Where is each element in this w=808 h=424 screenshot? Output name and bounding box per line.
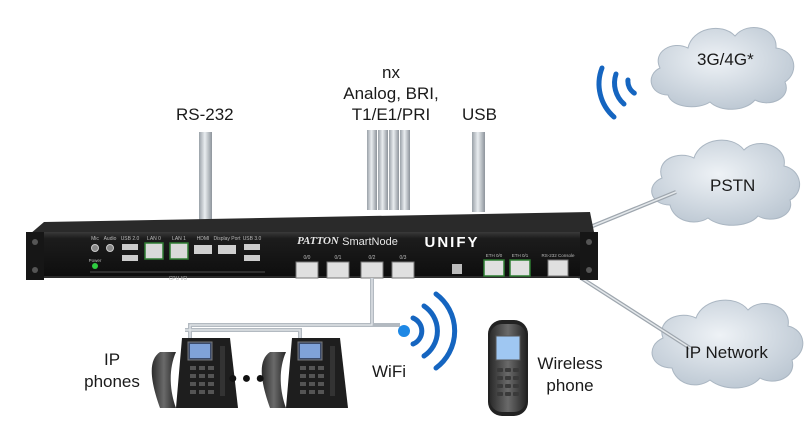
label-wireless-line2: phone <box>546 376 594 395</box>
eth-port <box>509 259 531 277</box>
fxs-label: 0/1 <box>335 255 342 261</box>
label-ip-phones-line2: phones <box>84 372 140 391</box>
label-rs232: RS-232 <box>176 105 234 124</box>
port-label-lan1: LAN 1 <box>172 236 186 242</box>
port-label-usb3: USB 3.0 <box>243 236 262 242</box>
console-port <box>547 259 569 277</box>
port-label-lan0: LAN 0 <box>147 236 161 242</box>
console-label: RS-232 Console <box>541 253 575 258</box>
brand-model: SmartNode <box>342 236 398 248</box>
power-led <box>92 263 98 269</box>
cellular-signal-icon <box>596 65 637 120</box>
lan-cabling <box>185 278 400 340</box>
cloud-ip-network <box>651 299 804 389</box>
wireless-phone-icon <box>488 320 528 416</box>
port-label-displayport: Display Port <box>214 236 242 242</box>
ip-phone-icon <box>261 338 348 408</box>
reset-button <box>452 264 462 274</box>
eth-port <box>483 259 505 277</box>
lan-cabling-highlight <box>185 278 373 340</box>
power-label: Power <box>89 258 102 263</box>
pipe-usb <box>472 132 485 212</box>
port-label-audio: Audio <box>104 236 117 242</box>
connection-ip-network <box>576 274 692 350</box>
cpu-io-panel: CPU I/O Mic Audio USB 2.0 LAN 0 LAN 1 HD… <box>89 236 265 282</box>
displayport-port <box>218 245 236 254</box>
label-wireless-line1: Wireless <box>537 354 603 373</box>
fxs-port <box>360 261 384 279</box>
ip-phone-icon <box>151 338 238 408</box>
smartnode-device: CPU I/O Mic Audio USB 2.0 LAN 0 LAN 1 HD… <box>26 212 598 282</box>
eth-ports: ETH 0/0 ETH 0/1 RS-232 Console <box>483 253 575 277</box>
fxs-port <box>391 261 415 279</box>
cloud-3g4g-label: 3G/4G* <box>697 50 754 69</box>
lan0-port <box>144 242 164 260</box>
label-usb: USB <box>462 105 497 124</box>
lan1-port <box>169 242 189 260</box>
fxs-port <box>295 261 319 279</box>
fxs-label: 0/0 <box>304 255 311 261</box>
fxs-ports: 0/0 0/1 0/2 0/3 <box>295 255 415 279</box>
hdmi-port <box>194 245 212 254</box>
port-label-mic: Mic <box>91 236 99 242</box>
label-analog-bri: Analog, BRI, <box>343 84 439 103</box>
ellipsis-dots: ●●● <box>228 370 269 387</box>
fxs-label: 0/2 <box>369 255 376 261</box>
fxs-port <box>326 261 350 279</box>
mic-jack <box>91 244 99 252</box>
cloud-pstn-label: PSTN <box>710 176 756 195</box>
cloud-pstn <box>651 139 800 226</box>
brand-patton: PATTON <box>297 235 340 247</box>
eth-label: ETH 0/1 <box>512 253 529 258</box>
usb3-port <box>244 244 260 250</box>
label-ip-phones-line1: IP <box>103 350 121 369</box>
label-t1e1pri: T1/E1/PRI <box>351 105 431 124</box>
pipe-bundle-nx <box>367 130 410 210</box>
usb2-port <box>122 244 138 250</box>
pipe-rs232 <box>199 132 212 222</box>
label-nx: nx <box>382 63 400 82</box>
cloud-ip-network-label: IP Network <box>685 343 768 362</box>
wifi-source-dot <box>398 325 410 337</box>
fxs-label: 0/3 <box>400 255 407 261</box>
wifi-signal-icon <box>410 291 458 371</box>
cpu-io-label: CPU I/O <box>169 276 188 282</box>
brand-unify: UNIFY <box>425 234 480 251</box>
connection-pstn <box>577 190 677 234</box>
cloud-3g4g <box>650 27 795 110</box>
eth-label: ETH 0/0 <box>486 253 503 258</box>
port-label-hdmi: HDMI <box>197 236 210 242</box>
port-label-usb2: USB 2.0 <box>121 236 140 242</box>
audio-jack <box>106 244 114 252</box>
label-wifi: WiFi <box>372 362 406 381</box>
